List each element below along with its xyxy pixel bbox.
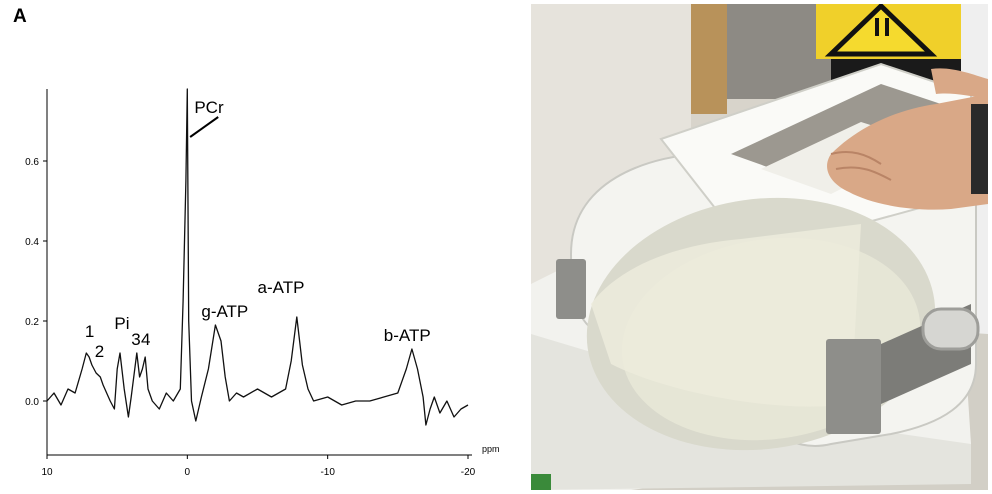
x-tick-label: -20 xyxy=(461,467,476,478)
left-clamp xyxy=(556,259,586,319)
hand xyxy=(827,94,988,210)
peak-label-1: 1 xyxy=(85,322,94,341)
peak-label-4: 4 xyxy=(141,330,150,349)
right-clamp xyxy=(826,339,881,434)
x-tick-label: 0 xyxy=(185,467,191,478)
cable-roller xyxy=(921,307,980,351)
pcr-pointer-line xyxy=(189,116,219,138)
x-tick-label: -10 xyxy=(320,467,335,478)
y-tick-label: 0.0 xyxy=(25,397,39,408)
peak-label-b-atp: b-ATP xyxy=(384,326,431,345)
panel-a-label: A xyxy=(13,6,27,27)
peak-label-pcr: PCr xyxy=(194,98,224,117)
peak-label-3: 3 xyxy=(131,330,140,349)
y-tick-label: 0.4 xyxy=(25,237,39,248)
door-frame xyxy=(691,4,727,114)
warning-triangle-icon xyxy=(824,4,938,57)
peak-label-g-atp: g-ATP xyxy=(201,302,248,321)
y-tick-label: 0.2 xyxy=(25,317,39,328)
y-tick-label: 0.6 xyxy=(25,157,39,168)
coil-window xyxy=(731,84,941,179)
peak-label-2: 2 xyxy=(95,342,104,361)
x-axis-label: ppm xyxy=(482,444,500,454)
mr-coil-photo xyxy=(531,4,988,490)
dark-panel xyxy=(727,4,832,99)
peak-label-pi: Pi xyxy=(114,314,129,333)
spectrum-line xyxy=(46,88,469,426)
x-tick-label: 10 xyxy=(41,467,53,478)
peak-label-a-atp: a-ATP xyxy=(258,278,305,297)
coil-cushion xyxy=(591,224,861,407)
sleeve xyxy=(971,104,988,194)
